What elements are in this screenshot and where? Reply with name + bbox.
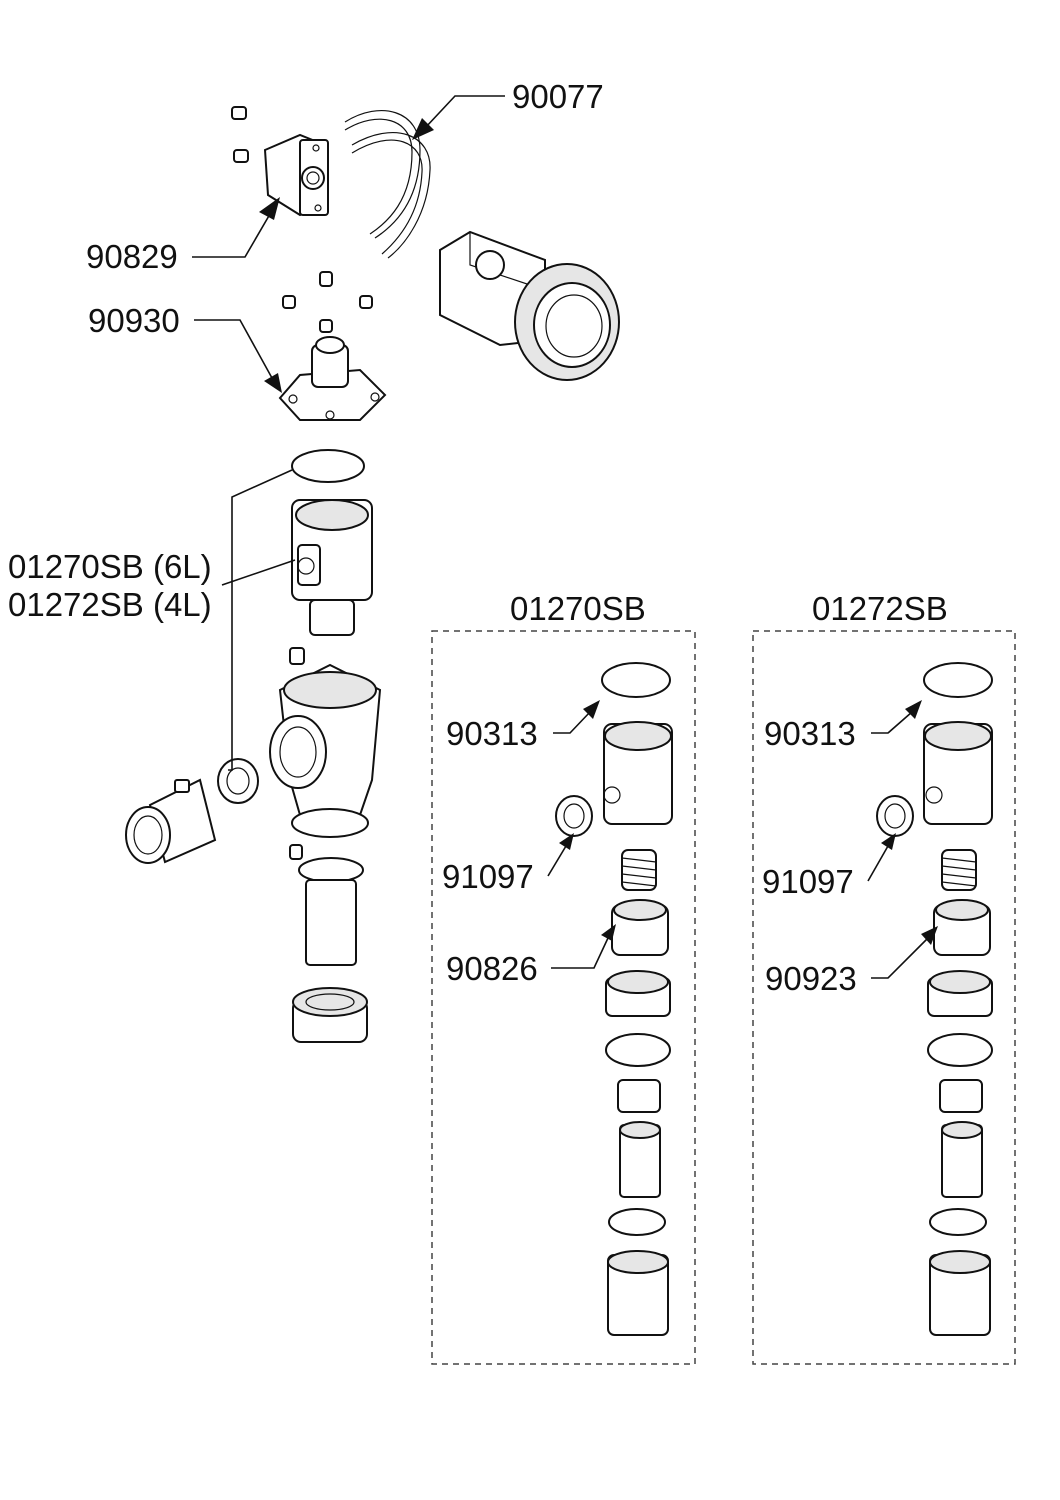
svg-text:01272SB: 01272SB bbox=[812, 590, 948, 627]
tubing-part bbox=[344, 109, 431, 259]
small-fitting-part bbox=[289, 647, 305, 665]
cartridge-part bbox=[291, 499, 373, 636]
svg-text:90829: 90829 bbox=[86, 238, 178, 275]
svg-text:90826: 90826 bbox=[446, 950, 538, 987]
coupling-nut-part bbox=[292, 987, 368, 1043]
small-fitting-2-part bbox=[289, 844, 303, 860]
svg-text:91097: 91097 bbox=[762, 863, 854, 900]
label-90077: 90077 bbox=[412, 78, 604, 140]
svg-text:90313: 90313 bbox=[446, 715, 538, 752]
svg-text:01270SB (6L): 01270SB (6L) bbox=[8, 548, 212, 585]
cartridge-leader-bracket bbox=[221, 469, 296, 771]
svg-text:91097: 91097 bbox=[442, 858, 534, 895]
bracket-screws bbox=[231, 106, 249, 163]
svg-text:01272SB (4L): 01272SB (4L) bbox=[8, 586, 212, 623]
cover-part bbox=[278, 336, 387, 421]
svg-text:90077: 90077 bbox=[512, 78, 604, 115]
bracket-part bbox=[263, 133, 329, 217]
svg-text:90923: 90923 bbox=[765, 960, 857, 997]
tailpiece-part bbox=[298, 857, 364, 966]
body-seal-part bbox=[217, 758, 259, 804]
label-01270sb-6l: 01270SB (6L) bbox=[8, 548, 212, 585]
label-90829: 90829 bbox=[86, 197, 280, 275]
svg-text:01270SB: 01270SB bbox=[510, 590, 646, 627]
label-01272sb-4l: 01272SB (4L) bbox=[8, 586, 212, 623]
inlet-fitting-part bbox=[125, 778, 217, 864]
label-90930: 90930 bbox=[88, 302, 282, 393]
push-button-housing bbox=[439, 230, 620, 381]
valve-body-part bbox=[269, 663, 382, 838]
kit-01270sb: 01270SB 90313 91097 90826 bbox=[431, 590, 696, 1365]
svg-text:90313: 90313 bbox=[764, 715, 856, 752]
kit-01272sb: 01272SB 90313 91097 90923 bbox=[752, 590, 1016, 1365]
svg-text:90930: 90930 bbox=[88, 302, 180, 339]
cover-screws bbox=[282, 271, 373, 333]
o-ring-part bbox=[291, 449, 365, 483]
